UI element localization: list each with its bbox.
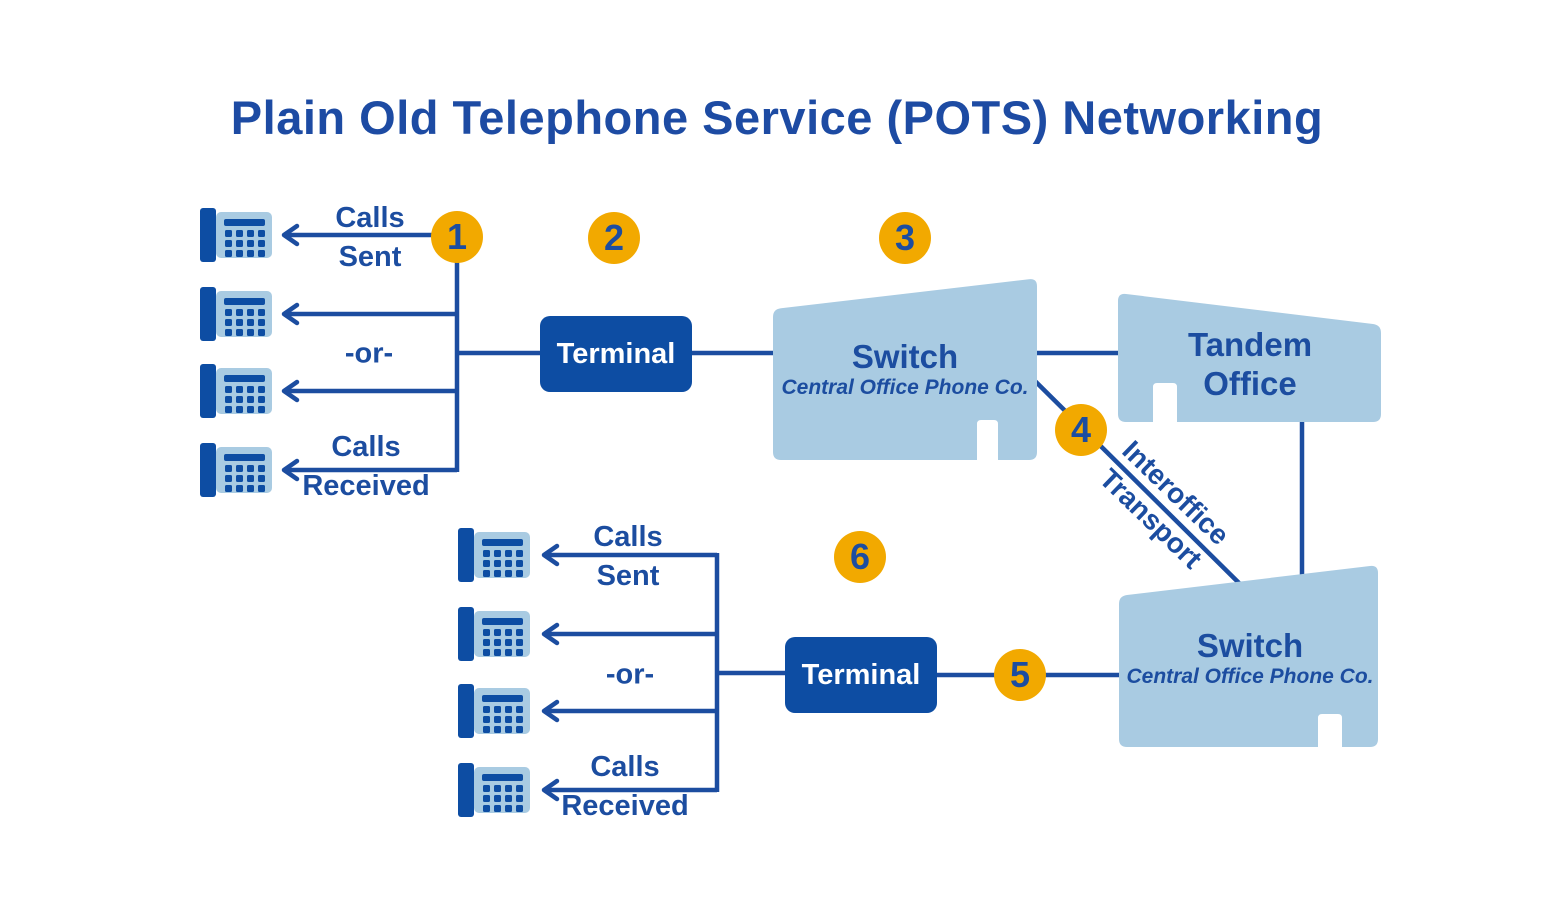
terminal-node-bottom: Terminal [785, 637, 937, 713]
switch-top-building [773, 279, 1037, 460]
step-badge-6: 6 [834, 531, 886, 583]
terminal-node-top: Terminal [540, 316, 692, 392]
switch-top-text: Switch Central Office Phone Co. [782, 339, 1029, 401]
switch-bottom-subtitle: Central Office Phone Co. [1126, 665, 1374, 688]
step-badge-4: 4 [1055, 404, 1107, 456]
calls-received-line1: Calls [331, 431, 401, 463]
tandem-office-line1: Tandem [1187, 326, 1313, 363]
calls-received-label-bottom: Calls Received [561, 748, 688, 826]
telephone-icon [200, 287, 272, 341]
telephone-icon [458, 763, 530, 817]
calls-sent-line2: Sent [596, 560, 660, 592]
calls-sent-line2: Sent [338, 241, 402, 273]
terminal-label-bottom: Terminal [801, 658, 921, 691]
calls-sent-line1: Calls [335, 202, 405, 234]
calls-sent-line1: Calls [593, 521, 663, 553]
page-title: Plain Old Telephone Service (POTS) Netwo… [230, 91, 1324, 144]
switch-top-name: Switch [851, 338, 959, 375]
calls-sent-label-bottom: Calls Sent [593, 518, 662, 596]
switch-top-subtitle: Central Office Phone Co. [781, 376, 1029, 399]
switch-bottom-building [1119, 565, 1378, 747]
terminal-label-top: Terminal [556, 337, 676, 370]
calls-received-line2: Received [302, 470, 430, 502]
telephone-icon [200, 208, 272, 262]
step-badge-2: 2 [588, 212, 640, 264]
calls-sent-label-top: Calls Sent [335, 199, 404, 277]
telephone-icon [200, 364, 272, 418]
or-label-top: -or- [344, 337, 394, 370]
calls-received-line2: Received [561, 790, 689, 822]
or-label-bottom: -or- [605, 658, 655, 691]
step-badge-1: 1 [431, 211, 483, 263]
telephone-icon [458, 607, 530, 661]
calls-received-label-top: Calls Received [302, 428, 429, 506]
switch-bottom-text: Switch Central Office Phone Co. [1127, 628, 1374, 690]
telephones [200, 208, 530, 817]
step-badge-3: 3 [879, 212, 931, 264]
telephone-icon [458, 528, 530, 582]
switch-bottom-name: Switch [1196, 627, 1304, 664]
telephone-icon [458, 684, 530, 738]
step-badge-5: 5 [994, 649, 1046, 701]
telephone-icon [200, 443, 272, 497]
tandem-office-line2: Office [1203, 365, 1297, 402]
calls-received-line1: Calls [590, 751, 660, 783]
buildings [773, 279, 1381, 747]
tandem-office-building [1118, 293, 1381, 422]
tandem-office-text: Tandem Office [1188, 325, 1312, 403]
